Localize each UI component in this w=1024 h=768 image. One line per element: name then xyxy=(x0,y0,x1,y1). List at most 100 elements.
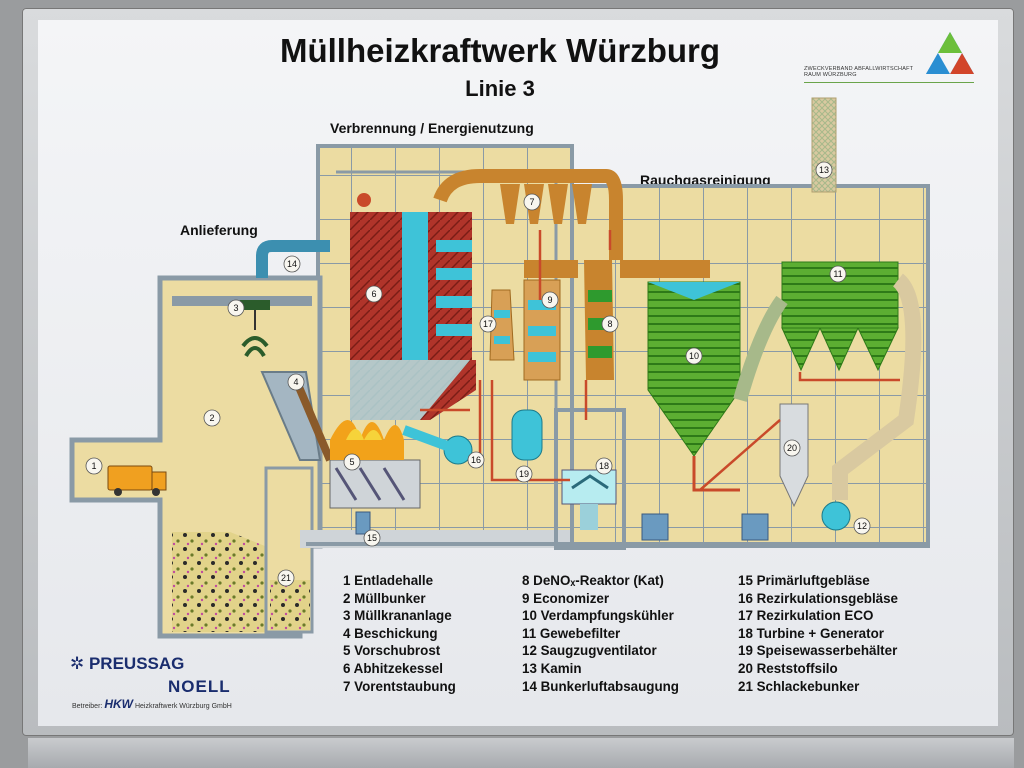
legend-item: 13 Kamin xyxy=(522,660,582,676)
operator-logo: HKW xyxy=(104,697,133,711)
preussag-logo-text: PREUSSAG xyxy=(88,654,185,673)
legend-item: 17 Rezirkulation ECO xyxy=(738,608,874,624)
legend-item: 12 Saugzugventilator xyxy=(522,643,657,659)
operator-name: Heizkraftwerk Würzburg GmbH xyxy=(134,703,232,710)
legend-item: 21 Schlackebunker xyxy=(738,678,860,694)
marker-2: 2 xyxy=(203,409,221,427)
board-rail xyxy=(28,738,1014,768)
legend-item: 6 Abhitzekessel xyxy=(343,660,443,676)
marker-17-text: 17 xyxy=(483,319,493,329)
organization-name-line2: RAUM WÜRZBURG xyxy=(804,72,857,78)
marker-5-text: 5 xyxy=(349,457,354,467)
marker-9-text: 9 xyxy=(547,295,552,305)
legend-item: 9 Economizer xyxy=(522,590,610,606)
marker-14-text: 14 xyxy=(287,259,297,269)
marker-9: 9 xyxy=(541,291,559,309)
marker-19-text: 19 xyxy=(519,469,529,479)
marker-6-text: 6 xyxy=(371,289,376,299)
equipment-boxes xyxy=(355,511,769,541)
marker-13: 13 xyxy=(815,161,833,179)
triangle-logo-icon xyxy=(926,32,974,74)
operator-line: Betreiber: HKW Heizkraftwerk Würzburg Gm… xyxy=(72,697,232,711)
organization-logo-block: ZWECKVERBAND ABFALLWIRTSCHAFT RAUM WÜRZB… xyxy=(804,30,974,86)
page-title: Müllheizkraftwerk Würzburg xyxy=(279,32,721,69)
marker-14: 14 xyxy=(283,255,301,273)
evaporative-cooler xyxy=(647,281,741,492)
marker-21-text: 21 xyxy=(281,573,291,583)
marker-4: 4 xyxy=(287,373,305,391)
economizer xyxy=(489,279,561,381)
marker-10: 10 xyxy=(685,347,703,365)
organization-rule xyxy=(804,82,974,83)
marker-15: 15 xyxy=(363,529,381,547)
legend-column-2: 8 DeNOₓ-Reaktor (Kat) 9 Economizer 10 Ve… xyxy=(522,572,679,695)
marker-17: 17 xyxy=(479,315,497,333)
organization-name-line1: ZWECKVERBAND ABFALLWIRTSCHAFT xyxy=(804,66,914,72)
marker-15-text: 15 xyxy=(367,533,377,543)
legend-column-1: 1 Entladehalle 2 Müllbunker 3 Müllkranan… xyxy=(343,572,456,695)
legend-item: 16 Rezirkulationsgebläse xyxy=(738,590,899,606)
marker-16: 16 xyxy=(467,451,485,469)
marker-20-text: 20 xyxy=(787,443,797,453)
legend-item: 4 Beschickung xyxy=(343,625,438,641)
marker-7: 7 xyxy=(523,193,541,211)
piping-network xyxy=(420,230,900,491)
marker-21: 21 xyxy=(277,569,295,587)
marker-3-text: 3 xyxy=(233,303,238,313)
marker-3: 3 xyxy=(227,299,245,317)
legend-item: 10 Verdampfungskühler xyxy=(522,608,674,624)
marker-11: 11 xyxy=(829,265,847,283)
legend-item: 3 Müllkrananlage xyxy=(343,608,452,624)
marker-5: 5 xyxy=(343,453,361,471)
marker-4-text: 4 xyxy=(293,377,298,387)
marker-1-text: 1 xyxy=(91,461,96,471)
feedwater-tank xyxy=(511,409,543,461)
legend-item: 19 Speisewasserbehälter xyxy=(738,643,898,659)
organization-name: ZWECKVERBAND ABFALLWIRTSCHAFT RAUM WÜRZB… xyxy=(804,66,924,78)
pre-dedusting xyxy=(433,169,710,278)
legend-item: 14 Bunkerluftabsaugung xyxy=(522,678,679,694)
bunker-air-duct xyxy=(256,240,330,278)
marker-12-text: 12 xyxy=(857,521,867,531)
boiler xyxy=(350,193,476,420)
legend-column-3: 15 Primärluftgebläse 16 Rezirkulationsge… xyxy=(738,572,898,695)
legend-item: 2 Müllbunker xyxy=(343,590,426,606)
legend-item: 15 Primärluftgebläse xyxy=(738,573,870,588)
marker-18-text: 18 xyxy=(599,461,609,471)
marker-19: 19 xyxy=(515,465,533,483)
garbage-truck-icon xyxy=(107,465,167,496)
page-subtitle: Linie 3 xyxy=(465,76,535,101)
legend-item: 8 DeNOₓ-Reaktor (Kat) xyxy=(522,573,664,588)
number-markers: 1 2 3 4 5 6 7 8 9 10 11 12 13 14 15 16 1… xyxy=(85,161,871,587)
legend-item: 5 Vorschubrost xyxy=(343,643,441,659)
recirculation-duct xyxy=(402,425,460,455)
marker-18: 18 xyxy=(595,457,613,475)
marker-8: 8 xyxy=(601,315,619,333)
waste-crane xyxy=(240,300,270,358)
section-label-combustion: Verbrennung / Energienutzung xyxy=(330,120,534,136)
induced-draft-fan xyxy=(821,501,851,531)
noell-logo: NOELL xyxy=(168,677,231,696)
marker-2-text: 2 xyxy=(209,413,214,423)
marker-12: 12 xyxy=(853,517,871,535)
legend-item: 18 Turbine + Generator xyxy=(738,625,884,641)
marker-20: 20 xyxy=(783,439,801,457)
denox-reactor xyxy=(584,260,614,380)
legend-item: 11 Gewebefilter xyxy=(522,625,621,641)
marker-7-text: 7 xyxy=(529,197,534,207)
legend-item: 7 Vorentstaubung xyxy=(343,678,456,694)
preussag-logo: ✲ PREUSSAG xyxy=(70,654,184,674)
marker-13-text: 13 xyxy=(819,165,829,175)
preussag-mark-icon: ✲ xyxy=(70,654,89,673)
marker-16-text: 16 xyxy=(471,455,481,465)
turbine-generator xyxy=(554,408,626,550)
building-shells xyxy=(69,144,930,639)
marker-11-text: 11 xyxy=(833,269,842,279)
section-label-delivery: Anlieferung xyxy=(180,222,258,238)
legend-item: 1 Entladehalle xyxy=(343,573,434,588)
operator-label: Betreiber: xyxy=(72,703,103,710)
grate-furnace xyxy=(329,420,421,509)
marker-1: 1 xyxy=(85,457,103,475)
marker-8-text: 8 xyxy=(607,319,612,329)
